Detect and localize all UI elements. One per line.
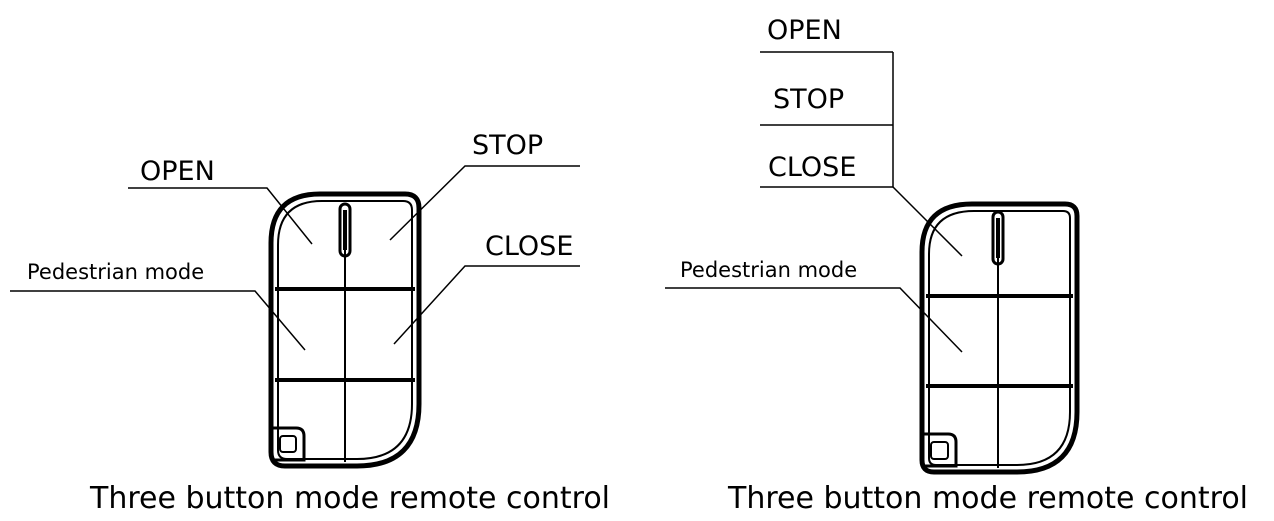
right-open-label: OPEN xyxy=(767,15,842,46)
left-leader-lines xyxy=(10,165,580,351)
left-stop-label: STOP xyxy=(472,130,544,161)
right-close-label: CLOSE xyxy=(768,152,857,183)
right-stop-label: STOP xyxy=(773,84,845,115)
left-pedestrian-label: Pedestrian mode xyxy=(27,260,205,284)
right-pedestrian-label: Pedestrian mode xyxy=(680,258,858,282)
right-leader-lines xyxy=(665,51,963,353)
right-remote-body xyxy=(919,201,1080,475)
left-caption: Three button mode remote control xyxy=(90,481,611,516)
right-caption: Three button mode remote control xyxy=(728,481,1249,516)
left-open-label: OPEN xyxy=(140,156,215,187)
left-remote-body xyxy=(268,191,422,469)
left-close-label: CLOSE xyxy=(485,231,574,262)
